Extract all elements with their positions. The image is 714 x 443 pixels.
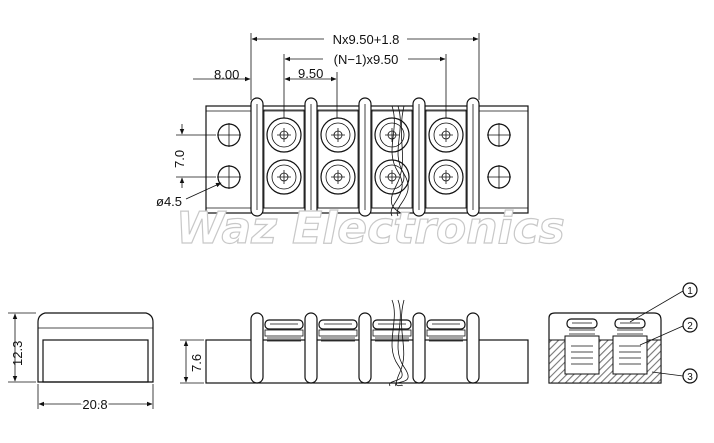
side-screws bbox=[264, 319, 466, 342]
dim-hole-diameter: ø4.5 bbox=[156, 182, 222, 209]
screw-head bbox=[433, 122, 459, 148]
height-label: 12.3 bbox=[10, 341, 25, 366]
screw-head bbox=[433, 164, 459, 190]
screw-slot bbox=[385, 128, 399, 142]
screw-outer bbox=[320, 117, 356, 153]
dim-overall-length: Nx9.50+1.8 bbox=[250, 32, 480, 100]
top-view: Nx9.50+1.8 (N−1)x9.50 8.00 9.50 7.0 bbox=[156, 32, 529, 217]
screw-head bbox=[271, 122, 297, 148]
terminal-cell bbox=[317, 109, 359, 209]
span-label: (N−1)x9.50 bbox=[334, 52, 399, 67]
screw-slot bbox=[331, 170, 345, 184]
callout-2-marker bbox=[682, 317, 698, 333]
screw-head bbox=[271, 164, 297, 190]
terminal-cells bbox=[263, 109, 467, 209]
side-screw-head bbox=[372, 319, 412, 330]
watermark: Waz Electronics bbox=[176, 203, 565, 254]
dim-height: 12.3 bbox=[8, 312, 36, 383]
callout-3-marker bbox=[682, 368, 698, 384]
dim-pitch: 9.50 bbox=[284, 66, 338, 118]
screw-head bbox=[325, 122, 351, 148]
screw-slot bbox=[385, 170, 399, 184]
dim-barrier-height: 7.6 bbox=[180, 339, 204, 384]
dim-depth: 20.8 bbox=[37, 384, 154, 414]
side-barrier bbox=[358, 312, 372, 384]
screw-slot bbox=[439, 170, 453, 184]
screw-slot bbox=[277, 170, 291, 184]
side-washer bbox=[264, 329, 304, 337]
callouts: 1 2 3 bbox=[629, 282, 698, 384]
end-offset-label: 8.00 bbox=[214, 67, 239, 82]
side-barrier bbox=[466, 312, 480, 384]
hole-diameter-label: ø4.5 bbox=[156, 194, 182, 209]
side-barrier bbox=[250, 312, 264, 384]
wire-strands bbox=[390, 105, 409, 217]
dim-end-offset: 8.00 bbox=[193, 67, 251, 82]
side-screw-head bbox=[264, 319, 304, 330]
pitch-label: 9.50 bbox=[298, 66, 323, 81]
screw-slot bbox=[277, 128, 291, 142]
barrier-height-label: 7.6 bbox=[189, 354, 204, 372]
screw-slot bbox=[439, 128, 453, 142]
overall-length-label: Nx9.50+1.8 bbox=[333, 32, 400, 47]
side-washer bbox=[318, 329, 358, 337]
section-view: 1 2 3 bbox=[548, 282, 698, 384]
callout-1: 1 bbox=[687, 286, 693, 297]
side-barriers bbox=[250, 312, 480, 384]
callout-1-marker bbox=[682, 282, 698, 298]
screw-outer bbox=[266, 159, 302, 195]
side-screw-head bbox=[426, 319, 466, 330]
callout-2: 2 bbox=[687, 321, 693, 332]
side-barrier bbox=[412, 312, 426, 384]
screw-head bbox=[325, 164, 351, 190]
dim-row-spacing: 7.0 bbox=[172, 124, 216, 188]
screw-outer bbox=[374, 159, 410, 195]
barriers bbox=[250, 97, 480, 217]
side-screw-head bbox=[318, 319, 358, 330]
dim-span: (N−1)x9.50 bbox=[283, 52, 447, 118]
side-washer bbox=[372, 329, 412, 337]
screw-head bbox=[379, 164, 405, 190]
row-spacing-label: 7.0 bbox=[172, 150, 187, 168]
screw-slot bbox=[331, 128, 345, 142]
screw-outer bbox=[320, 159, 356, 195]
depth-label: 20.8 bbox=[82, 397, 107, 412]
end-view: 12.3 20.8 bbox=[8, 312, 154, 414]
side-barrier bbox=[304, 312, 318, 384]
screw-outer bbox=[428, 159, 464, 195]
side-washer bbox=[426, 329, 466, 337]
callout-3: 3 bbox=[687, 372, 693, 383]
section-screws bbox=[566, 318, 646, 365]
side-view: 7.6 bbox=[180, 299, 529, 387]
mounting-holes bbox=[217, 123, 511, 189]
